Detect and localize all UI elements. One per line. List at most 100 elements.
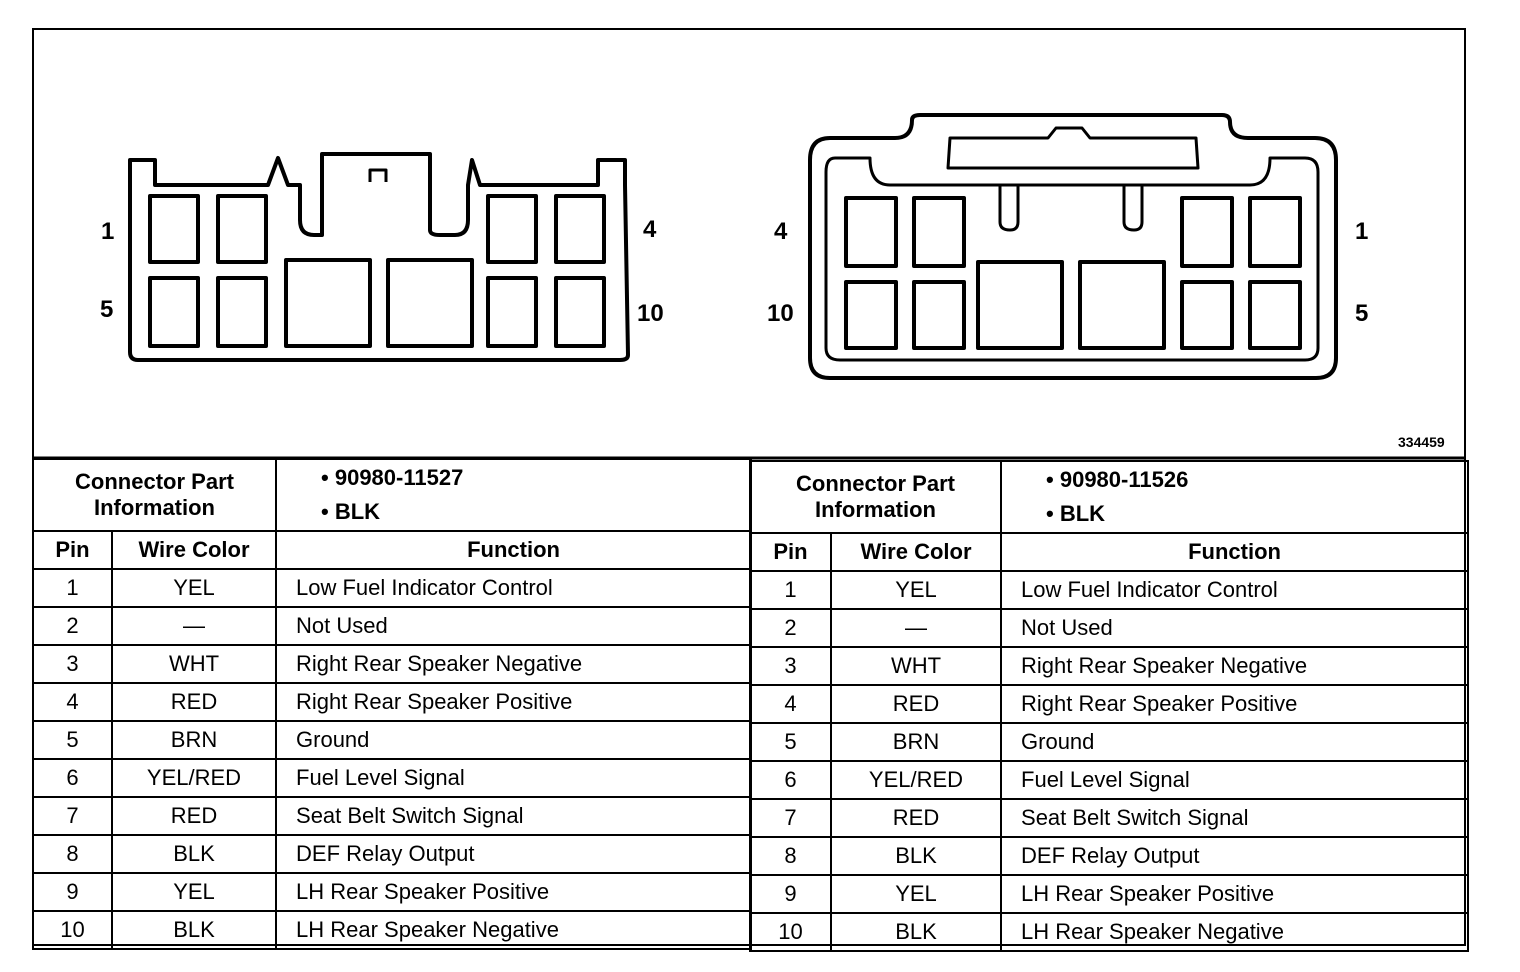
cell-wire-color: BRN <box>110 720 278 760</box>
cell-wire-color: WHT <box>110 644 278 684</box>
connector-part-info-label: Connector Part Information <box>748 460 1003 534</box>
cell-wire-color: YEL <box>110 872 278 912</box>
cell-pin: 1 <box>749 570 832 610</box>
cavity-2 <box>216 194 268 264</box>
cell-wire-color: BLK <box>829 912 1003 952</box>
cell-wire-color: YEL <box>110 568 278 608</box>
left-connector-pin-label: 4 <box>643 216 657 243</box>
cell-function: Seat Belt Switch Signal <box>275 796 753 836</box>
cell-wire-color: RED <box>829 684 1003 724</box>
cell-function: Low Fuel Indicator Control <box>275 568 753 608</box>
cell-function: LH Rear Speaker Positive <box>275 872 753 912</box>
connector-part-info-label: Connector Part Information <box>31 458 278 532</box>
connector-part-info: 90980-11526 BLK <box>1000 460 1470 534</box>
cell-wire-color: RED <box>829 798 1003 838</box>
cell-pin: 3 <box>32 644 113 684</box>
cell-pin: 9 <box>749 874 832 914</box>
cell-pin: 1 <box>32 568 113 608</box>
cell-wire-color: BLK <box>110 910 278 950</box>
cavity-10 <box>844 280 898 350</box>
cell-function: Fuel Level Signal <box>1000 760 1470 800</box>
cell-pin: 4 <box>32 682 113 722</box>
cell-wire-color: YEL <box>829 874 1003 914</box>
part-number: 90980-11526 <box>1046 463 1467 497</box>
cavity-3 <box>486 194 538 264</box>
right-connector-pin-label: 5 <box>1355 300 1369 327</box>
cavity-2 <box>1180 196 1234 268</box>
cavity-8 <box>386 258 474 348</box>
right-connector-pinout-table: Connector Part Information 90980-11526 B… <box>748 460 1470 952</box>
cell-wire-color: — <box>829 608 1003 648</box>
cell-function: LH Rear Speaker Positive <box>1000 874 1470 914</box>
cell-pin: 9 <box>32 872 113 912</box>
left-connector-pinout-table: Connector Part Information 90980-11527 B… <box>31 458 753 950</box>
left-connector-face <box>128 152 630 362</box>
cell-function: DEF Relay Output <box>1000 836 1470 876</box>
cavity-6 <box>1180 280 1234 350</box>
cell-pin: 8 <box>749 836 832 876</box>
cell-pin: 7 <box>749 798 832 838</box>
cell-function: DEF Relay Output <box>275 834 753 874</box>
cell-wire-color: RED <box>110 796 278 836</box>
cell-function: Right Rear Speaker Negative <box>275 644 753 684</box>
cell-function: Not Used <box>275 606 753 646</box>
cell-function: Right Rear Speaker Positive <box>1000 684 1470 724</box>
cell-pin: 10 <box>32 910 113 950</box>
right-connector-pin-label: 10 <box>767 300 794 327</box>
cell-wire-color: WHT <box>829 646 1003 686</box>
cavity-3 <box>912 196 966 268</box>
table-row: 2—Not Used <box>32 606 753 646</box>
left-connector-pin-label: 1 <box>101 218 115 245</box>
right-connector-pin-label: 4 <box>774 218 788 245</box>
cavity-7 <box>284 258 372 348</box>
cell-function: Low Fuel Indicator Control <box>1000 570 1470 610</box>
cavity-7 <box>1078 260 1166 350</box>
cavity-9 <box>486 276 538 348</box>
cavity-4 <box>844 196 898 268</box>
cell-wire-color: BRN <box>829 722 1003 762</box>
cell-function: Ground <box>275 720 753 760</box>
cell-pin: 2 <box>32 606 113 646</box>
cell-pin: 5 <box>32 720 113 760</box>
cell-pin: 8 <box>32 834 113 874</box>
cell-pin: 7 <box>32 796 113 836</box>
cavity-8 <box>976 260 1064 350</box>
left-connector-pin-label: 5 <box>100 296 114 323</box>
table-row: 2—Not Used <box>749 608 1470 648</box>
right-connector-pin-label: 1 <box>1355 218 1369 245</box>
col-header-pin: Pin <box>32 530 113 570</box>
part-number: 90980-11527 <box>321 461 750 495</box>
left-connector-pin-label: 10 <box>637 300 664 327</box>
col-header-pin: Pin <box>749 532 832 572</box>
cell-wire-color: — <box>110 606 278 646</box>
cavity-5 <box>1248 280 1302 350</box>
cell-function: Not Used <box>1000 608 1470 648</box>
cell-function: Right Rear Speaker Positive <box>275 682 753 722</box>
cell-wire-color: YEL/RED <box>110 758 278 798</box>
connector-color: BLK <box>321 495 750 529</box>
cavity-6 <box>216 276 268 348</box>
col-header-function: Function <box>275 530 753 570</box>
cell-pin: 2 <box>749 608 832 648</box>
cell-wire-color: BLK <box>829 836 1003 876</box>
connector-part-info: 90980-11527 BLK <box>275 458 753 532</box>
cell-function: Seat Belt Switch Signal <box>1000 798 1470 838</box>
cell-pin: 6 <box>32 758 113 798</box>
cell-pin: 5 <box>749 722 832 762</box>
